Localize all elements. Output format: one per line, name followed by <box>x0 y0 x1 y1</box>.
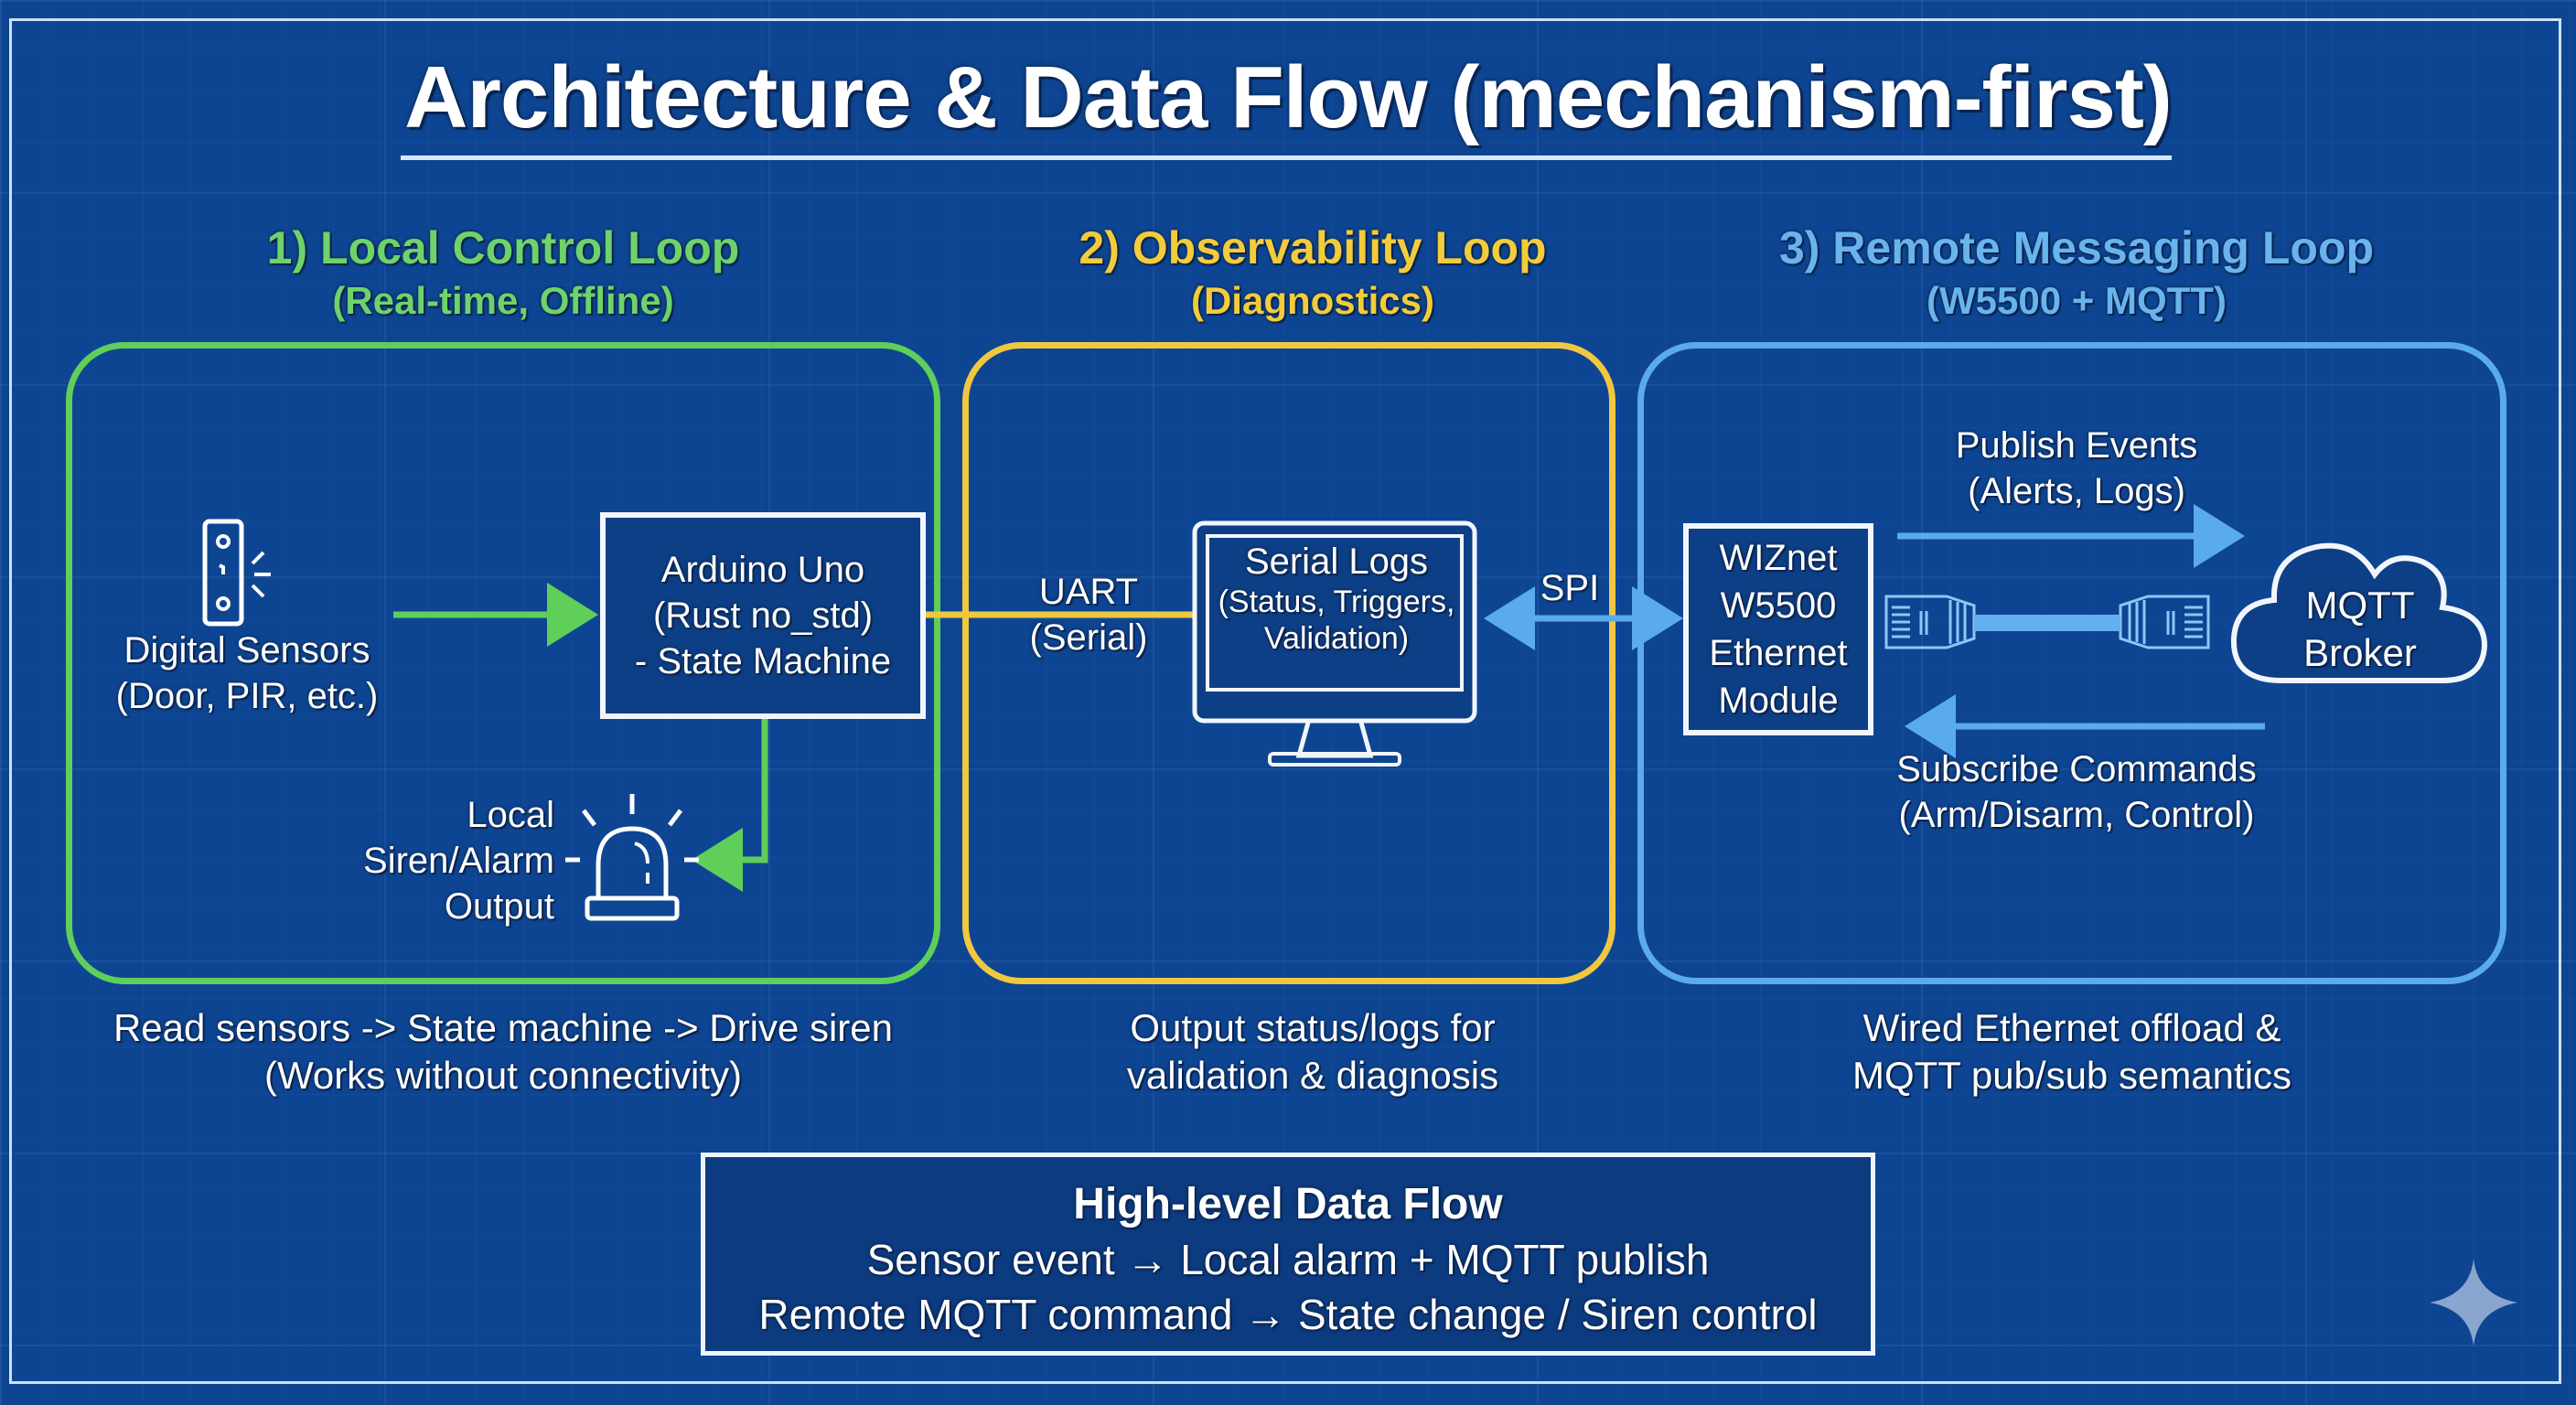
siren-label: Local Siren/Alarm Output <box>311 792 554 929</box>
loop-2-caption-line-1: Output status/logs for <box>1130 1006 1496 1049</box>
summary-line-2: Remote MQTT command → State change / Sir… <box>758 1291 1818 1338</box>
arduino-label: Arduino Uno (Rust no_std) - State Machin… <box>635 547 891 684</box>
publish-label: Publish Events (Alerts, Logs) <box>1866 423 2287 514</box>
broker-label-line-1: MQTT <box>2305 584 2415 627</box>
sensors-label-line-2: (Door, PIR, etc.) <box>115 676 379 716</box>
loop-2-caption: Output status/logs for validation & diag… <box>961 1004 1665 1099</box>
w5500-label-line-2: W5500 <box>1720 585 1837 626</box>
loop-2-heading: 2) Observability Loop (Diagnostics) <box>961 221 1665 327</box>
sensors-label: Digital Sensors (Door, PIR, etc.) <box>91 627 402 719</box>
ethernet-cable-icon <box>1884 595 2210 649</box>
serial-logs-title: Serial Logs <box>1244 542 1429 582</box>
uart-label-line-1: UART <box>1038 572 1139 612</box>
siren-label-line-2: Siren/Alarm <box>363 841 554 881</box>
loop-3-caption-line-1: Wired Ethernet offload & <box>1862 1006 2281 1049</box>
w5500-label: WIZnet W5500 Ethernet Module <box>1709 534 1847 724</box>
arduino-label-line-3: - State Machine <box>634 641 892 681</box>
w5500-node: WIZnet W5500 Ethernet Module <box>1683 523 1873 735</box>
cloud-icon <box>2230 542 2488 683</box>
loop-1-caption-line-2: (Works without connectivity) <box>263 1054 743 1097</box>
serial-logs-line-2: (Status, Triggers, <box>1218 585 1455 619</box>
w5500-label-line-1: WIZnet <box>1719 538 1838 578</box>
serial-logs-label: Serial Logs (Status, Triggers, Validatio… <box>1209 540 1464 657</box>
uart-label-line-2: (Serial) <box>1029 617 1148 658</box>
local-control-panel <box>66 342 940 984</box>
data-flow-summary: High-level Data Flow Sensor event → Loca… <box>701 1153 1875 1356</box>
loop-2-caption-line-2: validation & diagnosis <box>1126 1054 1499 1097</box>
loop-2-subtitle: (Diagnostics) <box>1190 279 1435 322</box>
arduino-node: Arduino Uno (Rust no_std) - State Machin… <box>600 512 926 719</box>
monitor-icon <box>1192 520 1477 767</box>
loop-3-subtitle: (W5500 + MQTT) <box>1927 279 2227 322</box>
uart-label: UART (Serial) <box>997 569 1180 660</box>
loop-1-heading: 1) Local Control Loop (Real-time, Offlin… <box>64 221 942 327</box>
subscribe-label: Subscribe Commands (Arm/Disarm, Control) <box>1820 746 2333 838</box>
page-title: Architecture & Data Flow (mechanism-firs… <box>404 48 2173 146</box>
subscribe-label-line-1: Subscribe Commands <box>1896 749 2257 789</box>
remote-messaging-panel <box>1637 342 2506 984</box>
loop-3-caption: Wired Ethernet offload & MQTT pub/sub se… <box>1637 1004 2506 1099</box>
spi-label: SPI <box>1540 568 1600 608</box>
title-underline <box>401 156 2172 160</box>
loop-2-title: 2) Observability Loop <box>1079 222 1547 273</box>
w5500-label-line-4: Module <box>1718 681 1839 721</box>
broker-label: MQTT Broker <box>2259 582 2461 677</box>
summary-title: High-level Data Flow <box>1073 1180 1503 1228</box>
serial-logs-line-3: Validation) <box>1263 621 1410 656</box>
w5500-label-line-3: Ethernet <box>1709 633 1848 673</box>
subscribe-label-line-2: (Arm/Disarm, Control) <box>1898 795 2255 835</box>
loop-1-caption-line-1: Read sensors -> State machine -> Drive s… <box>113 1006 894 1049</box>
loop-1-subtitle: (Real-time, Offline) <box>332 279 674 322</box>
siren-label-line-3: Output <box>444 886 554 927</box>
loop-1-caption: Read sensors -> State machine -> Drive s… <box>64 1004 942 1099</box>
publish-label-line-2: (Alerts, Logs) <box>1968 471 2185 511</box>
sensors-label-line-1: Digital Sensors <box>123 630 370 670</box>
outer-frame <box>9 18 2561 1384</box>
sparkle-icon <box>2430 1259 2517 1346</box>
loop-3-heading: 3) Remote Messaging Loop (W5500 + MQTT) <box>1637 221 2516 327</box>
arduino-to-siren-arrow <box>692 717 768 892</box>
loop-3-caption-line-2: MQTT pub/sub semantics <box>1852 1054 2292 1097</box>
summary-line-1: Sensor event → Local alarm + MQTT publis… <box>866 1236 1710 1283</box>
observability-panel <box>962 342 1615 984</box>
loop-3-title: 3) Remote Messaging Loop <box>1778 222 2375 273</box>
loop-1-title: 1) Local Control Loop <box>266 222 740 273</box>
arduino-label-line-1: Arduino Uno <box>660 550 865 590</box>
door-sensor-icon <box>202 519 271 627</box>
siren-icon <box>565 794 699 921</box>
publish-label-line-1: Publish Events <box>1955 425 2198 466</box>
siren-label-line-1: Local <box>467 795 554 835</box>
arduino-label-line-2: (Rust no_std) <box>652 595 874 636</box>
broker-label-line-2: Broker <box>2303 631 2417 674</box>
